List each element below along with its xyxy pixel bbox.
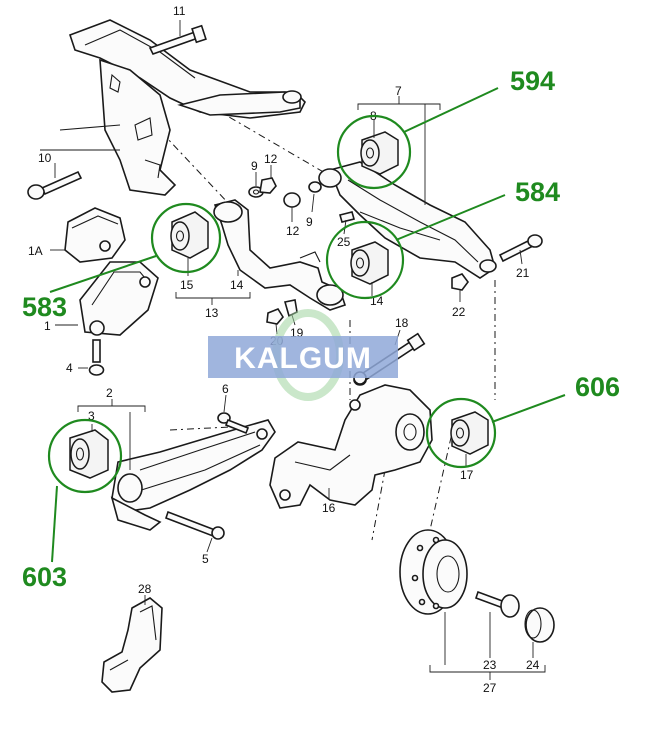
label-17: 17 bbox=[460, 468, 474, 482]
nut-20 bbox=[266, 308, 284, 325]
bushing-14 bbox=[350, 241, 389, 285]
leaders bbox=[77, 96, 546, 680]
label-7: 7 bbox=[395, 84, 402, 98]
bushing-17 bbox=[450, 411, 489, 455]
bolt-10 bbox=[27, 163, 83, 200]
callout-603: 603 bbox=[22, 562, 67, 592]
dust-cap-24 bbox=[524, 607, 555, 643]
label-25: 25 bbox=[337, 235, 351, 249]
label-5: 5 bbox=[202, 552, 209, 566]
wheel-carrier-16 bbox=[269, 371, 433, 509]
watermark: KALGUM bbox=[208, 309, 398, 401]
bushing-15 bbox=[170, 211, 209, 259]
bolt-4 bbox=[78, 339, 105, 376]
label-9-mid: 9 bbox=[306, 215, 313, 229]
lower-arm-7 bbox=[318, 161, 497, 279]
nut-22 bbox=[451, 273, 469, 291]
circle-594 bbox=[336, 114, 412, 190]
label-21: 21 bbox=[516, 266, 530, 280]
label-4: 4 bbox=[66, 361, 73, 375]
trailing-arm-2 bbox=[110, 419, 276, 531]
callout-584: 584 bbox=[515, 177, 560, 207]
label-18: 18 bbox=[395, 316, 409, 330]
callout-594: 594 bbox=[510, 66, 555, 96]
label-12-top: 12 bbox=[264, 152, 278, 166]
wheel-hub bbox=[399, 529, 468, 615]
bolt-6 bbox=[217, 412, 250, 435]
label-23: 23 bbox=[483, 658, 497, 672]
circle-606 bbox=[425, 397, 497, 469]
bolt-11 bbox=[148, 20, 207, 55]
bushing-3 bbox=[69, 429, 109, 479]
bolt-21 bbox=[498, 234, 543, 263]
label-27: 27 bbox=[483, 681, 497, 695]
callout-606: 606 bbox=[575, 372, 620, 402]
circle-584 bbox=[325, 220, 405, 300]
label-1a: 1A bbox=[28, 244, 43, 258]
label-2: 2 bbox=[106, 386, 113, 400]
label-24: 24 bbox=[526, 658, 540, 672]
label-3: 3 bbox=[88, 409, 95, 423]
callout-583: 583 bbox=[22, 292, 67, 322]
circle-603 bbox=[47, 418, 123, 494]
label-10: 10 bbox=[38, 151, 52, 165]
label-1: 1 bbox=[44, 319, 51, 333]
label-15: 15 bbox=[180, 278, 194, 292]
label-14-left: 14 bbox=[230, 278, 244, 292]
label-6: 6 bbox=[222, 382, 229, 396]
label-11: 11 bbox=[173, 4, 186, 18]
bushing-8 bbox=[360, 131, 399, 175]
upper-link-13 bbox=[213, 199, 347, 311]
hub-bolt-23 bbox=[474, 590, 520, 618]
bolt-5 bbox=[164, 510, 225, 540]
label-22: 22 bbox=[452, 305, 466, 319]
bracket-28 bbox=[101, 597, 163, 693]
label-9-top: 9 bbox=[251, 159, 258, 173]
green-callouts: 594 584 583 606 603 bbox=[22, 66, 620, 592]
label-12-mid: 12 bbox=[286, 224, 300, 238]
watermark-text: KALGUM bbox=[234, 342, 372, 375]
mount-1a bbox=[50, 207, 126, 263]
label-13: 13 bbox=[205, 306, 219, 320]
label-28: 28 bbox=[138, 582, 152, 596]
subframe bbox=[40, 19, 306, 196]
bracket-1 bbox=[55, 261, 159, 336]
circle-583 bbox=[150, 202, 222, 274]
label-16: 16 bbox=[322, 501, 336, 515]
